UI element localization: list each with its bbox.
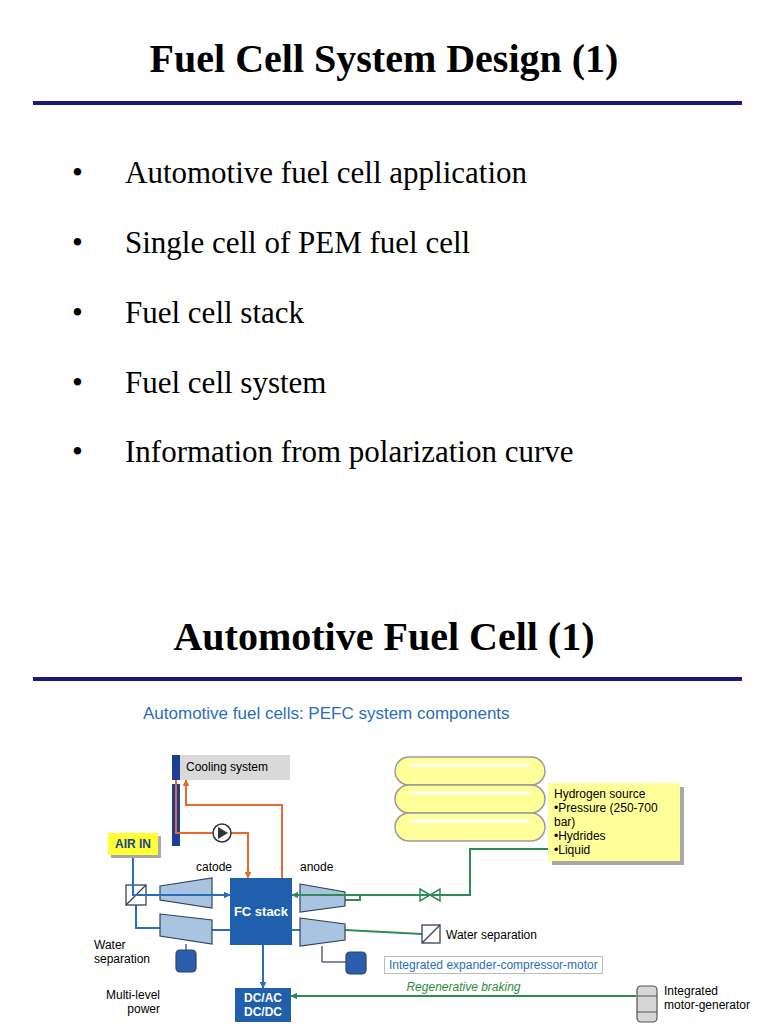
bullet-mark: • [72,295,83,331]
bullet-text: Fuel cell stack [125,295,304,331]
air-inlet-box: AIR IN [108,833,158,855]
coolant-pump [213,824,231,842]
node-label: DC/AC DC/DC [237,991,289,1019]
bullet-mark: • [72,155,83,191]
flow-connector [292,849,548,895]
node-label: Hydrogen source [554,787,674,801]
motor-generator-symbol [636,984,658,1024]
figure-title: Automotive fuel cells: PEFC system compo… [143,704,510,724]
bullet-mark: • [72,365,83,401]
component-label: Multi-level power [84,988,160,1016]
cooling-system-box: Cooling system [172,755,290,780]
node-label: AIR IN [115,837,151,851]
side-label: anode [300,860,333,874]
component-label: Water separation [94,938,156,966]
flow-connector [291,995,636,997]
node-detail: •Pressure (250-700 bar) [554,801,674,829]
power-converter-box: DC/AC DC/DC [235,988,291,1022]
motor-generator: Integrated motor-generator [636,984,755,1022]
slide-title: Fuel Cell System Design (1) [0,36,768,82]
bullet-text: Fuel cell system [125,365,326,401]
bullet-mark: • [72,225,83,261]
slide-title: Automotive Fuel Cell (1) [0,614,768,660]
hydrogen-tanks [395,757,545,841]
hydrogen-source-box: Hydrogen source•Pressure (250-700 bar)•H… [548,783,680,861]
connector-label: Regenerative braking [403,980,523,994]
side-label: catode [196,860,232,874]
node-label: Cooling system [180,755,290,780]
node-detail: •Hydrides [554,829,674,843]
bullet-text: Information from polarization curve [125,434,573,470]
component-label: Integrated expander-compressor-motor [384,956,603,974]
component-label: Water separation [446,928,537,942]
bullet-mark: • [72,434,83,470]
flow-connector [186,780,282,878]
air-compressor-expander [160,878,212,972]
bullet-text: Automotive fuel cell application [125,155,527,191]
node-label: FC stack [234,905,288,919]
bullet-text: Single cell of PEM fuel cell [125,225,470,261]
title-rule [33,101,742,105]
hydrogen-compressor-expander [300,884,366,974]
flow-connector [262,945,264,988]
node-label: Integrated motor-generator [664,984,755,1012]
fuel-cell-stack: FC stack [230,878,292,945]
node-detail: •Liquid [554,843,674,857]
title-rule [33,677,742,681]
